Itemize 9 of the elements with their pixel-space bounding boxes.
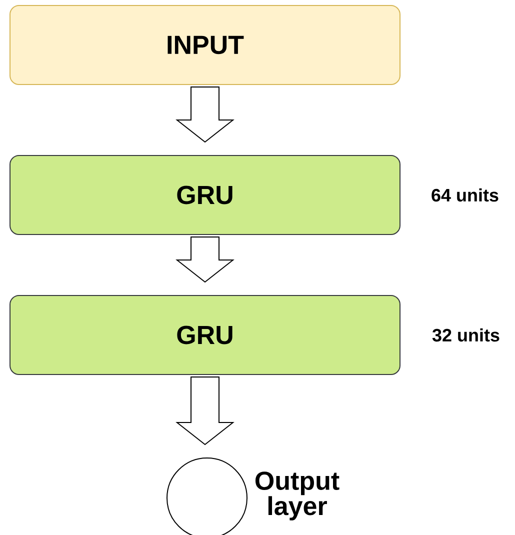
block-arrow (176, 236, 234, 283)
layer-box: GRU (10, 295, 400, 375)
node-label: Output layer (255, 472, 340, 520)
unit-label: 64 units (432, 188, 498, 202)
block-arrow (176, 86, 234, 143)
input-box: INPUT (10, 5, 400, 85)
layer-box: GRU (10, 155, 400, 235)
unit-label: 32 units (432, 328, 500, 342)
block-arrow (176, 376, 234, 446)
